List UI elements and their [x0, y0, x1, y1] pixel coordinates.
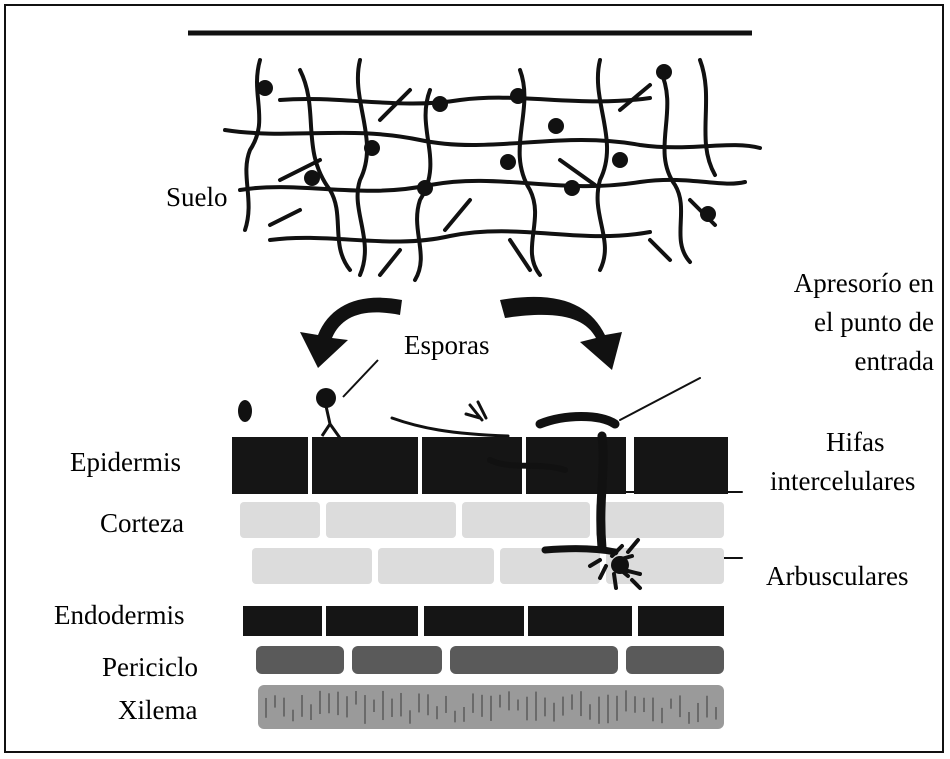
- label-hifas-2: intercelulares: [770, 466, 915, 497]
- soil-spore: [432, 96, 448, 112]
- spore-germinating: [316, 388, 336, 408]
- soil-spore: [364, 140, 380, 156]
- soil-spore: [257, 80, 273, 96]
- endodermis-cell: [528, 606, 632, 636]
- germ-tube: [322, 406, 340, 438]
- spore-pointer-line: [343, 360, 378, 397]
- soil-spore: [417, 180, 433, 196]
- epidermis-cell: [312, 437, 418, 494]
- soil-spore: [500, 154, 516, 170]
- label-epidermis: Epidermis: [70, 447, 181, 478]
- spore-small: [238, 400, 252, 422]
- epidermis-layer: [232, 437, 728, 494]
- endodermis-cell: [326, 606, 418, 636]
- hypha-strand: [660, 70, 690, 262]
- soil-spore: [304, 170, 320, 186]
- intercellular-hypha: [601, 436, 603, 548]
- right-curved-arrow: [500, 297, 622, 370]
- soil-spore: [510, 88, 526, 104]
- label-esporas: Esporas: [404, 330, 489, 361]
- hypha-strand: [598, 60, 607, 270]
- epidermis-cell: [232, 437, 308, 494]
- label-xilema: Xilema: [118, 695, 197, 726]
- xilema-layer: [258, 685, 724, 729]
- label-endodermis: Endodermis: [54, 600, 184, 631]
- hypha-strand: [700, 60, 715, 175]
- label-apresorio-3: entrada: [855, 346, 934, 377]
- corteza-cell: [326, 502, 456, 538]
- arbuscule-core: [611, 556, 629, 574]
- soil-spore: [564, 180, 580, 196]
- corteza-cell: [462, 502, 590, 538]
- corteza-cell: [596, 502, 724, 538]
- hypha-strand: [225, 130, 760, 148]
- hypha-strand: [270, 231, 650, 241]
- endodermis-layer: [243, 606, 724, 636]
- branching-tip: [466, 402, 486, 420]
- soil-spore: [700, 206, 716, 222]
- corteza-cell: [252, 548, 372, 584]
- hyphal-network-icon: [225, 60, 760, 280]
- appressorium: [540, 417, 615, 425]
- epidermis-cell: [634, 437, 728, 494]
- endodermis-cell: [424, 606, 524, 636]
- lateral-hypha: [545, 549, 615, 552]
- label-periciclo: Periciclo: [102, 652, 198, 683]
- label-arbusculares: Arbusculares: [766, 561, 908, 592]
- entry-hypha-left: [392, 418, 508, 436]
- periciclo-cell: [256, 646, 344, 674]
- endodermis-cell: [638, 606, 724, 636]
- label-apresorio-1: Apresorío en: [794, 268, 934, 299]
- spore-icon: [238, 360, 378, 438]
- periciclo-layer: [256, 646, 724, 674]
- hypha-strand: [280, 98, 650, 104]
- periciclo-cell: [626, 646, 724, 674]
- corteza-cell: [240, 502, 320, 538]
- periciclo-cell: [450, 646, 618, 674]
- label-corteza: Corteza: [100, 508, 184, 539]
- label-suelo: Suelo: [166, 182, 228, 213]
- label-hifas-1: Hifas: [826, 427, 884, 458]
- hypha-strand: [358, 60, 367, 275]
- soil-spore: [548, 118, 564, 134]
- apresorio-pointer-line: [620, 378, 700, 420]
- endodermis-cell: [243, 606, 322, 636]
- corteza-layer: [240, 502, 724, 584]
- corteza-cell: [378, 548, 494, 584]
- corteza-cell: [500, 548, 600, 584]
- soil-spore: [656, 64, 672, 80]
- periciclo-cell: [352, 646, 442, 674]
- soil-spore: [612, 152, 628, 168]
- label-apresorio-2: el punto de: [814, 307, 934, 338]
- left-curved-arrow: [300, 298, 402, 368]
